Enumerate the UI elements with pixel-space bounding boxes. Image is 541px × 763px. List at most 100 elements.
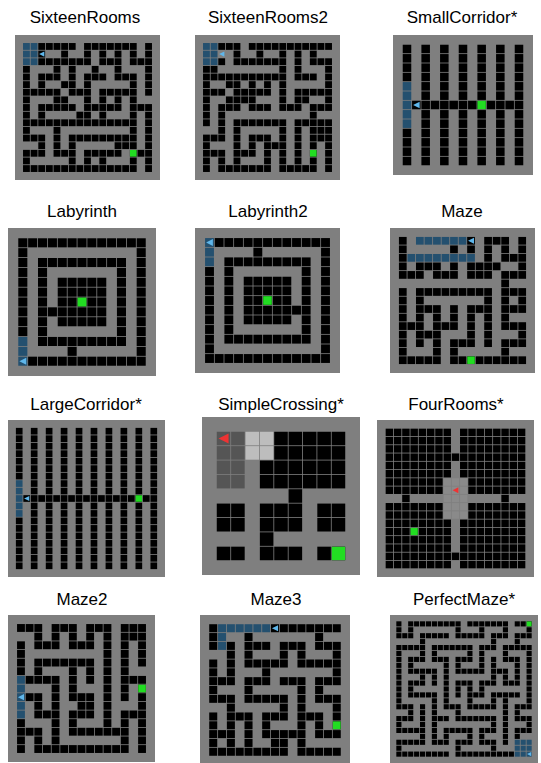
- maze-cell: [510, 487, 517, 494]
- maze-cell: [402, 561, 409, 568]
- maze-cell: [501, 536, 508, 543]
- maze-cell: [69, 685, 77, 693]
- maze-cell: [396, 657, 401, 662]
- maze-cell: [203, 150, 210, 157]
- maze-cell: [419, 445, 426, 452]
- maze-cell: [130, 127, 137, 134]
- maze-cell: [399, 288, 407, 296]
- maze-cell: [31, 428, 38, 435]
- maze-cell: [115, 142, 122, 149]
- maze-cell: [333, 642, 341, 650]
- maze-cell: [515, 147, 524, 156]
- maze-cell: [121, 540, 128, 547]
- maze-cell: [130, 51, 137, 58]
- maze-cell: [479, 663, 484, 668]
- maze-cell: [61, 96, 68, 103]
- maze-cell: [444, 621, 449, 626]
- maze-cell: [117, 327, 126, 336]
- maze-cell: [60, 745, 68, 753]
- maze-cell: [54, 104, 61, 111]
- maze-cell: [408, 645, 413, 650]
- maze-cell: [394, 437, 401, 444]
- maze-cell: [518, 437, 525, 444]
- maze-cell: [396, 651, 401, 656]
- maze-cell: [234, 51, 241, 58]
- maze-cell: [493, 544, 500, 551]
- maze-cell: [121, 518, 128, 525]
- maze-cell: [150, 555, 157, 562]
- maze-cell: [260, 446, 274, 460]
- maze-cell: [34, 711, 42, 719]
- maze-cell: [31, 503, 38, 510]
- maze-cell: [479, 686, 484, 691]
- maze-cell: [209, 712, 217, 720]
- maze-cell: [302, 286, 311, 295]
- maze-cell: [38, 135, 45, 142]
- maze-cell: [433, 331, 441, 339]
- maze-cell: [38, 495, 45, 502]
- maze-cell: [468, 511, 475, 518]
- maze-cell: [503, 669, 508, 674]
- maze-cell: [311, 238, 320, 247]
- maze-cell: [421, 54, 430, 63]
- agent-triangle: [413, 102, 420, 109]
- maze-cell: [518, 462, 525, 469]
- maze-cell: [408, 633, 413, 638]
- maze-cell: [459, 101, 468, 110]
- maze-cell: [321, 354, 330, 363]
- maze-cell: [467, 704, 472, 709]
- maze-cell: [76, 450, 83, 457]
- maze-cell: [468, 520, 475, 527]
- maze-cell: [460, 429, 467, 436]
- maze-cell: [515, 621, 520, 626]
- maze-cell: [279, 165, 286, 172]
- maze-cell: [38, 142, 45, 149]
- maze-cell: [245, 660, 253, 668]
- maze-cell: [515, 645, 520, 650]
- maze-cell: [421, 138, 430, 147]
- maze-cell: [69, 43, 76, 50]
- panel-title: Maze3: [250, 590, 301, 610]
- maze-cell: [414, 752, 419, 757]
- maze-cell: [425, 254, 433, 262]
- maze-cell: [262, 642, 270, 650]
- maze-cell: [115, 150, 122, 157]
- maze-cell: [438, 752, 443, 757]
- maze-cell: [485, 503, 492, 510]
- maze-cell: [503, 704, 508, 709]
- maze-cell: [467, 263, 475, 271]
- maze-cell: [421, 101, 430, 110]
- maze-cell: [403, 119, 412, 128]
- maze-cell: [97, 317, 106, 326]
- maze-cell: [117, 268, 126, 277]
- maze-cell: [107, 238, 116, 247]
- maze-cell: [310, 127, 317, 134]
- maze-cell: [52, 659, 60, 667]
- maze-cell: [518, 544, 525, 551]
- maze-cell: [271, 748, 279, 756]
- maze-cell: [467, 245, 475, 253]
- maze-frame: [195, 228, 340, 373]
- maze-cell: [138, 150, 145, 157]
- maze-cell: [510, 478, 517, 485]
- maze-cell: [76, 58, 83, 65]
- maze-cell: [510, 445, 517, 452]
- maze-cell: [245, 686, 253, 694]
- maze-cell: [245, 446, 259, 460]
- maze-cell: [86, 676, 94, 684]
- maze-cell: [38, 51, 45, 58]
- maze-cell: [136, 555, 143, 562]
- maze-cell: [87, 288, 96, 297]
- maze-cell: [38, 278, 47, 287]
- maze-cell: [408, 692, 413, 697]
- maze-cell: [260, 547, 274, 561]
- maze-cell: [468, 561, 475, 568]
- maze-cell: [121, 533, 128, 540]
- maze-cell: [138, 693, 146, 701]
- maze-cell: [245, 730, 253, 738]
- maze-cell: [264, 58, 271, 65]
- maze-cell: [496, 129, 505, 138]
- maze-cell: [432, 692, 437, 697]
- maze-cell: [274, 504, 288, 518]
- maze-grid: [8, 420, 165, 577]
